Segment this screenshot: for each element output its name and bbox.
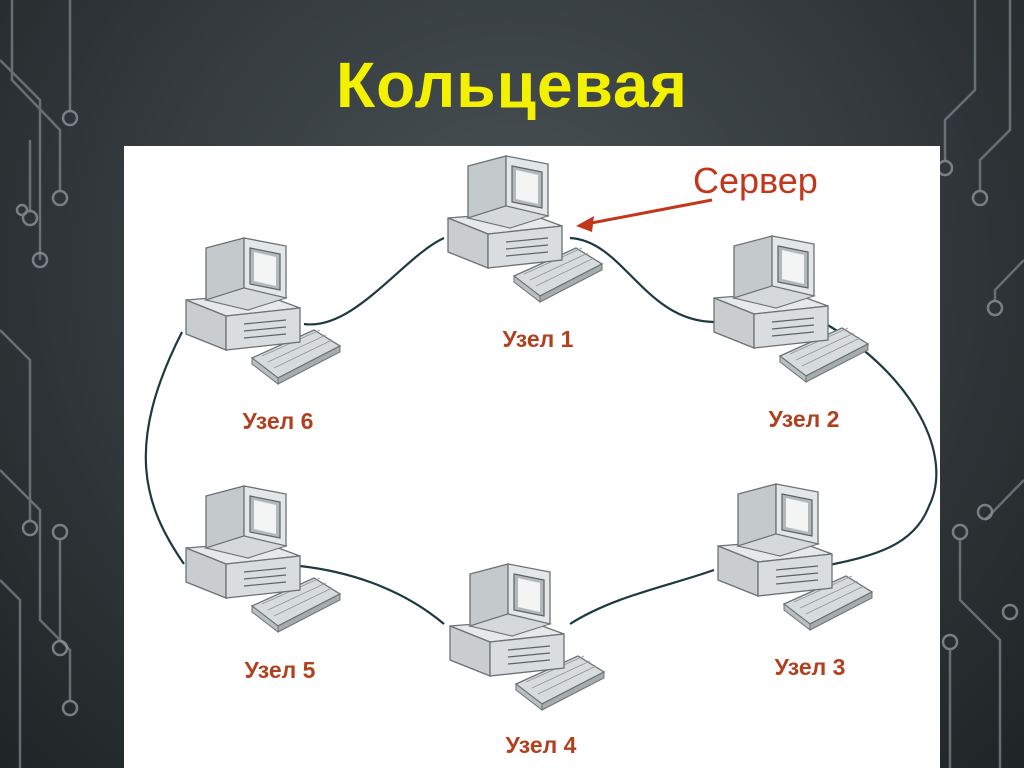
- node-label-4: Узел 4: [481, 732, 601, 759]
- server-label: Сервер: [693, 160, 818, 202]
- computer-node-6: [186, 238, 340, 384]
- node-label-2: Узел 2: [744, 406, 864, 433]
- ring-topology-diagram: Сервер Узел 1 Узел 2 Узел 3 Узел 4 Узел …: [124, 146, 940, 768]
- computer-node-1: [448, 156, 602, 302]
- server-arrow: [576, 200, 712, 232]
- node-label-1: Узел 1: [478, 326, 598, 353]
- node-label-6: Узел 6: [218, 408, 338, 435]
- slide-title: Кольцевая: [0, 48, 1024, 122]
- computer-node-5: [186, 486, 340, 632]
- computer-node-4: [450, 564, 604, 710]
- computer-node-3: [718, 484, 872, 630]
- node-label-5: Узел 5: [220, 657, 340, 684]
- computer-node-2: [714, 236, 868, 382]
- node-label-3: Узел 3: [750, 654, 870, 681]
